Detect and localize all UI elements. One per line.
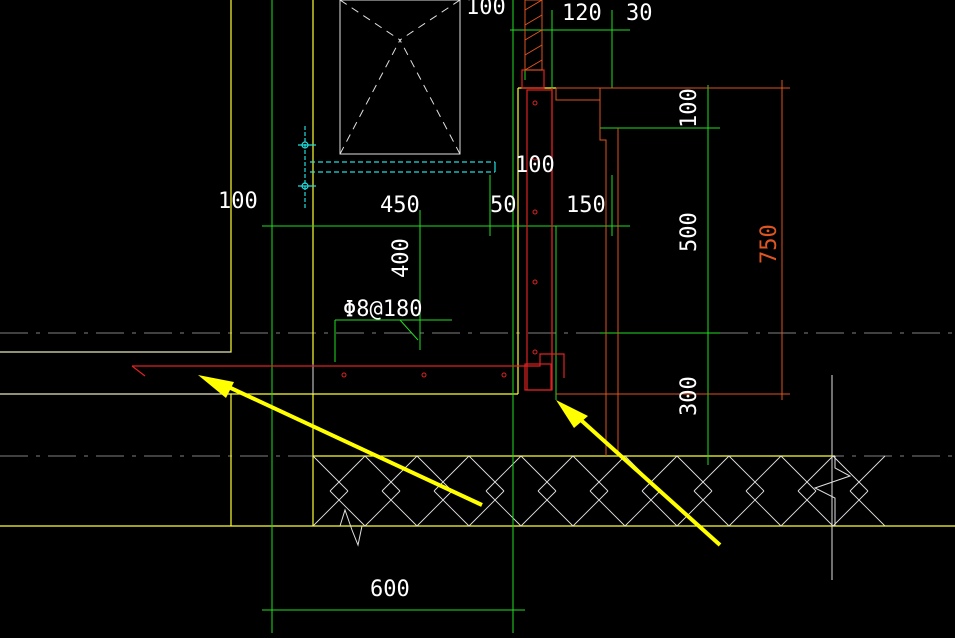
rebar-dot [532,100,538,106]
left-dim-50: 50 [490,193,517,218]
total-height-label: 750 [757,224,782,264]
rebar-dot [341,372,347,378]
hatch-line [468,455,505,492]
green-dimensions [262,0,720,633]
hatch-line [832,455,869,492]
hatch-line [693,490,730,527]
hatch-line [485,490,522,527]
left-dim-100: 100 [218,189,258,214]
rebar-dot [532,155,538,161]
top-dim-30: 30 [626,1,653,26]
hatch-line [364,455,401,492]
rebar-label: Φ8@180 [343,297,422,322]
right-dim-500: 500 [677,212,702,252]
hatch-line [832,490,869,527]
hatch-line [624,490,661,527]
rebar-dot [532,349,538,355]
hatch-line [797,490,834,527]
rebar-dots [341,100,538,378]
rebar-dot [421,372,427,378]
hatch-line [641,490,678,527]
hatch-line [329,490,366,527]
hatch-line [728,490,765,527]
brick-column [524,0,543,71]
slab-thickness-label: 400 [389,238,414,278]
hatch-line [728,455,765,492]
rebar-dot [532,209,538,215]
top-dim-100: 100 [466,0,506,20]
hatch-line [312,455,349,492]
left-dim-150: 150 [566,193,606,218]
dimension-texts: 100 120 30 100 450 50 150 100 600 Φ8@180… [218,0,702,602]
hatch-line [433,490,470,527]
hatch-line [381,490,418,527]
hatch-line [745,455,782,492]
hatch-line [780,455,817,492]
hatch-line [745,490,782,527]
hatch-line [849,490,886,527]
hatch-line [329,455,366,492]
hatch-line [537,490,574,527]
pointer-arrow-left [198,375,483,507]
hatch-line [589,490,626,527]
hatch-line [589,455,626,492]
hatch-line [797,455,834,492]
hatch-line [676,455,713,492]
right-dim-100: 100 [677,88,702,128]
pointer-arrow-right [556,400,722,547]
hatch-line [416,455,453,492]
hatch-line [537,455,574,492]
hatch-line [468,490,505,527]
footing-width-label: 600 [370,577,410,602]
hatch-line [572,455,609,492]
outline-white [0,0,852,580]
wall-outlines [0,0,955,527]
hatch-line [312,490,349,527]
hatch-line [693,455,730,492]
rebar-dot [501,372,507,378]
wall-thickness-label: 100 [515,153,555,178]
top-dim-120: 120 [562,1,602,26]
rebar [131,69,565,391]
hatch-line [485,455,522,492]
hatch-line [520,490,557,527]
hatch-line [780,490,817,527]
cyan-detail [298,126,496,208]
hatch-line [572,490,609,527]
left-dim-450: 450 [380,193,420,218]
hatch-line [381,455,418,492]
hatch-line [641,455,678,492]
right-dim-300: 300 [677,376,702,416]
hatch-line [676,490,713,527]
hatch-line [849,455,886,492]
hatch-line [520,455,557,492]
rebar-dot [532,279,538,285]
hatch-line [416,490,453,527]
orange-dimension [555,80,790,456]
hatch-line [364,490,401,527]
